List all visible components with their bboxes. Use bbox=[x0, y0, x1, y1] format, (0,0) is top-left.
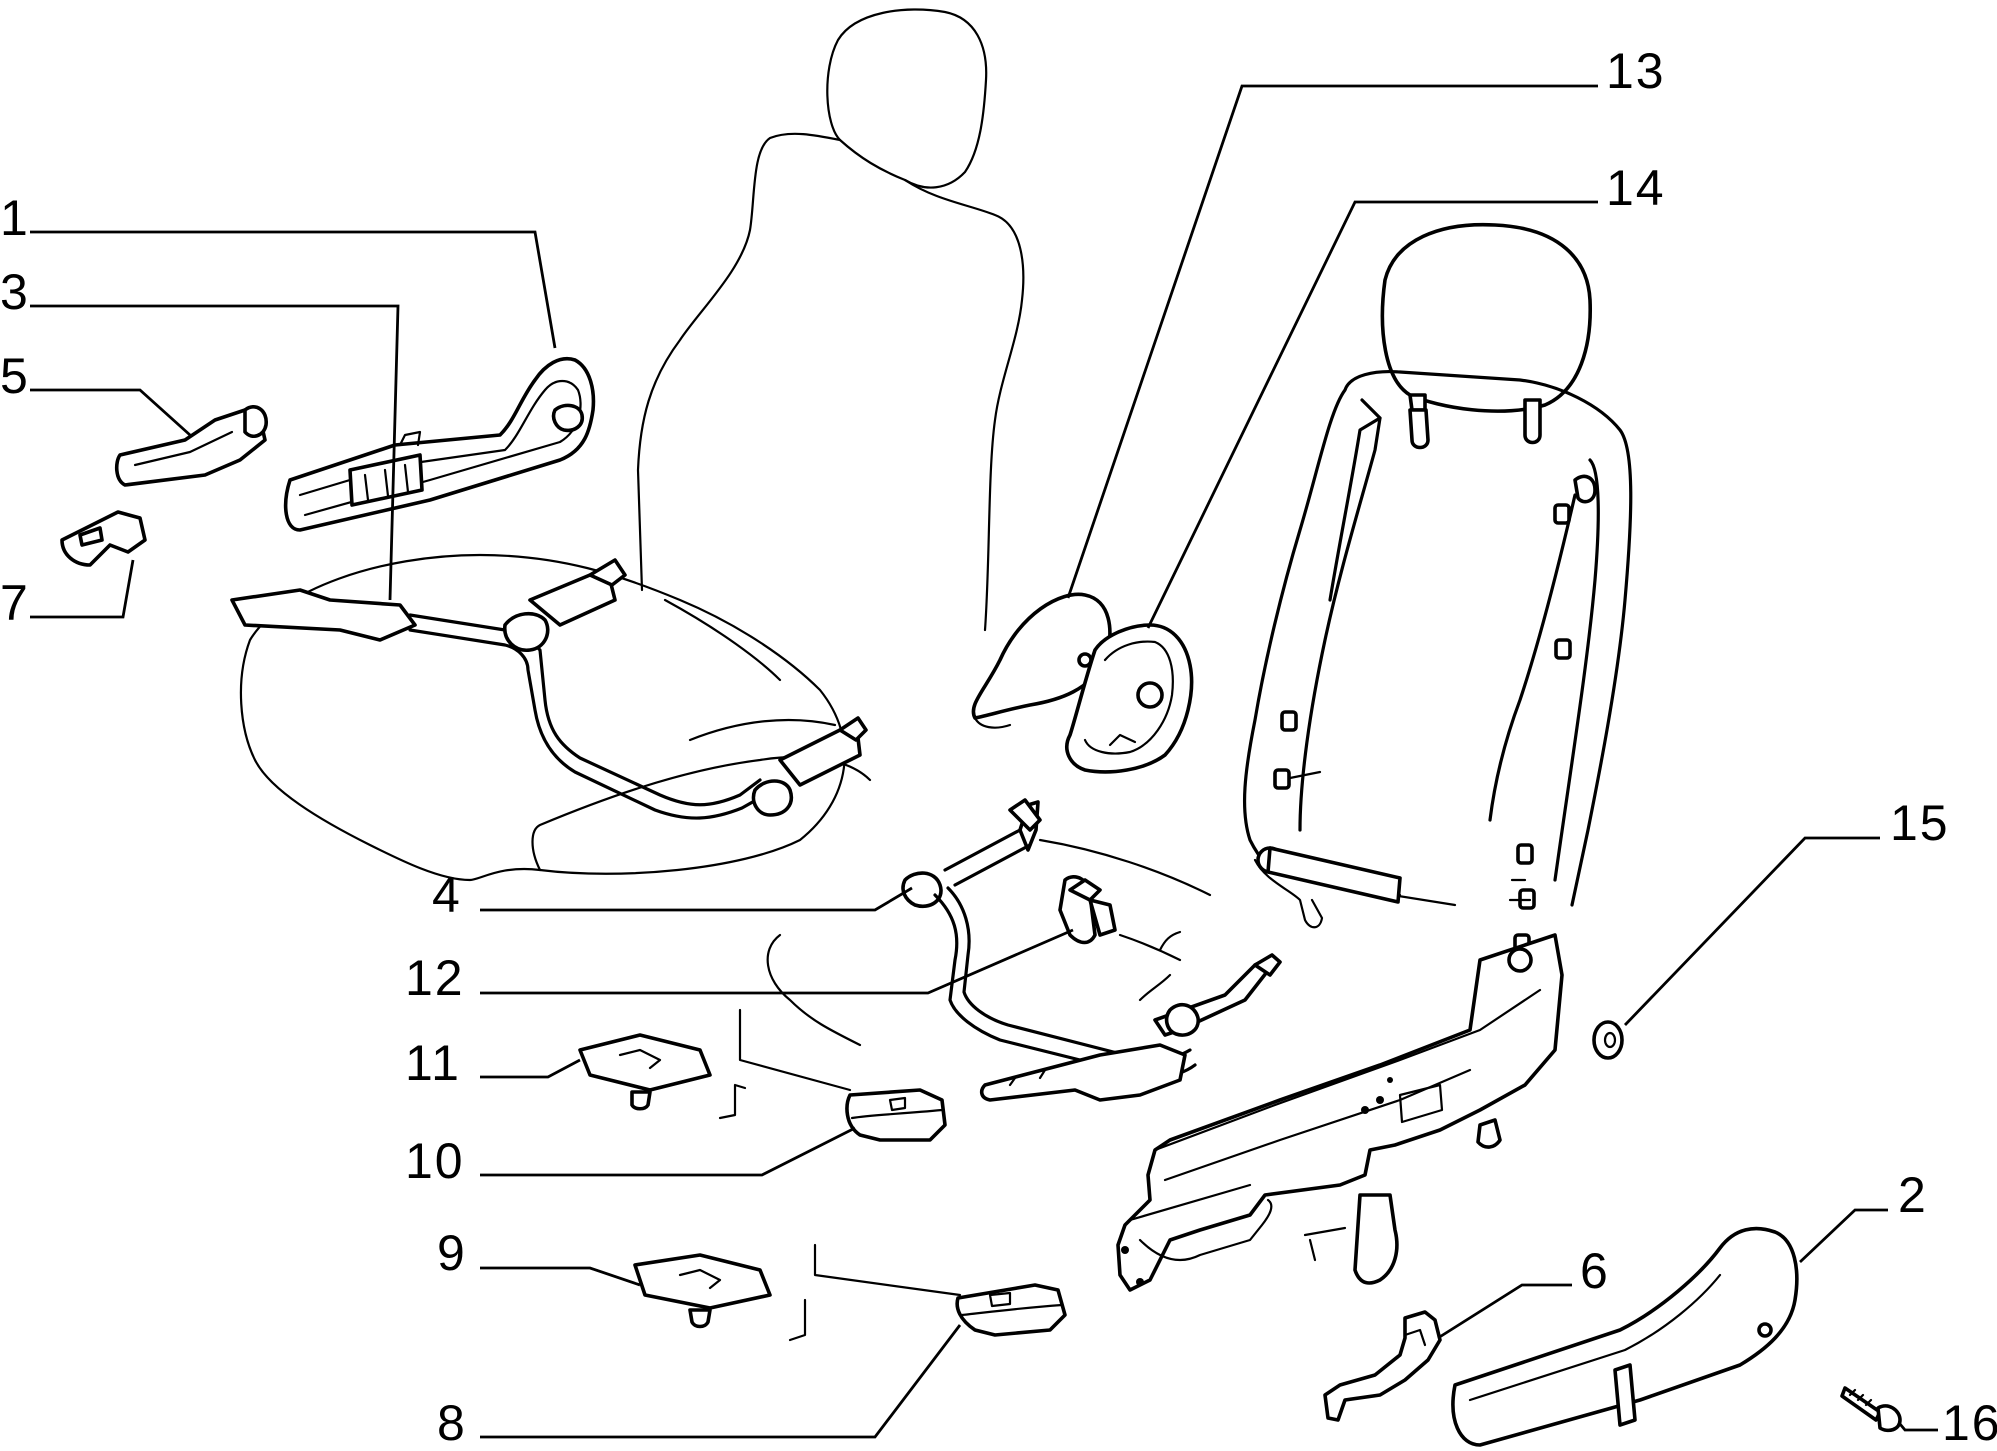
leader-16 bbox=[1898, 1423, 1938, 1432]
part-16-bolt bbox=[1840, 1386, 1902, 1433]
part-11-cap bbox=[578, 1033, 712, 1111]
callout-16: 16 bbox=[1942, 1395, 1997, 1451]
callout-1: 1 bbox=[0, 190, 30, 246]
seat-frame-right bbox=[1242, 222, 1633, 955]
callout-13: 13 bbox=[1606, 43, 1666, 99]
leader-9 bbox=[480, 1266, 641, 1287]
callout-7: 7 bbox=[0, 575, 30, 631]
cushion-fold bbox=[663, 598, 837, 742]
callout-5: 5 bbox=[0, 348, 30, 404]
cushion-outline bbox=[239, 553, 846, 882]
leader-15 bbox=[1623, 836, 1880, 1026]
part-8-knob bbox=[955, 1283, 1067, 1337]
leader-4 bbox=[480, 886, 913, 912]
backrest-outline bbox=[636, 132, 1025, 632]
callout-3: 3 bbox=[0, 264, 30, 320]
leader-8 bbox=[480, 1324, 962, 1439]
frame-headrest bbox=[1380, 222, 1593, 413]
part-1-side-trim bbox=[283, 357, 596, 532]
seat-rail-rod-left bbox=[230, 558, 868, 820]
callout-6: 6 bbox=[1580, 1243, 1610, 1299]
leader-10 bbox=[480, 1126, 856, 1177]
callout-4: 4 bbox=[432, 867, 462, 923]
callout-15: 15 bbox=[1890, 795, 1950, 851]
seat-outline-left bbox=[239, 8, 1025, 882]
callout-2: 2 bbox=[1898, 1167, 1928, 1223]
part-6-bracket bbox=[1323, 1310, 1442, 1422]
rod-assembly-right bbox=[901, 798, 1282, 1102]
headrest-outline bbox=[826, 8, 988, 189]
part-10-knob bbox=[845, 1088, 947, 1142]
leader-2 bbox=[1799, 1208, 1888, 1264]
leader-3 bbox=[30, 304, 400, 601]
frame-back bbox=[1242, 369, 1633, 907]
callout-11: 11 bbox=[405, 1035, 461, 1091]
leader-13 bbox=[1066, 84, 1598, 599]
part-9-cap bbox=[633, 1253, 772, 1329]
callout-14: 14 bbox=[1606, 160, 1666, 216]
part-7-cap bbox=[60, 510, 147, 567]
callout-8: 8 bbox=[437, 1395, 467, 1451]
callout-10: 10 bbox=[405, 1133, 465, 1189]
callout-leader-lines bbox=[30, 84, 1938, 1439]
leader-6 bbox=[1437, 1283, 1572, 1340]
leader-12 bbox=[480, 928, 1074, 995]
leader-14 bbox=[1146, 200, 1598, 629]
part-5-cover bbox=[114, 405, 268, 487]
part-15-washer bbox=[1592, 1020, 1624, 1060]
leader-1 bbox=[30, 230, 557, 349]
leader-5 bbox=[30, 388, 191, 437]
seat-base-right bbox=[1116, 933, 1564, 1292]
callout-9: 9 bbox=[437, 1225, 467, 1281]
leader-7 bbox=[30, 559, 135, 619]
callout-12: 12 bbox=[405, 950, 465, 1006]
cushion-outline-right bbox=[766, 838, 1212, 1047]
callout-labels: 1 3 5 7 13 14 15 4 12 11 10 9 8 2 6 16 bbox=[0, 43, 1997, 1451]
part-2-side-trim bbox=[1451, 1226, 1799, 1447]
leader-11 bbox=[480, 1058, 581, 1079]
guide-sketch-lines bbox=[718, 1008, 962, 1342]
